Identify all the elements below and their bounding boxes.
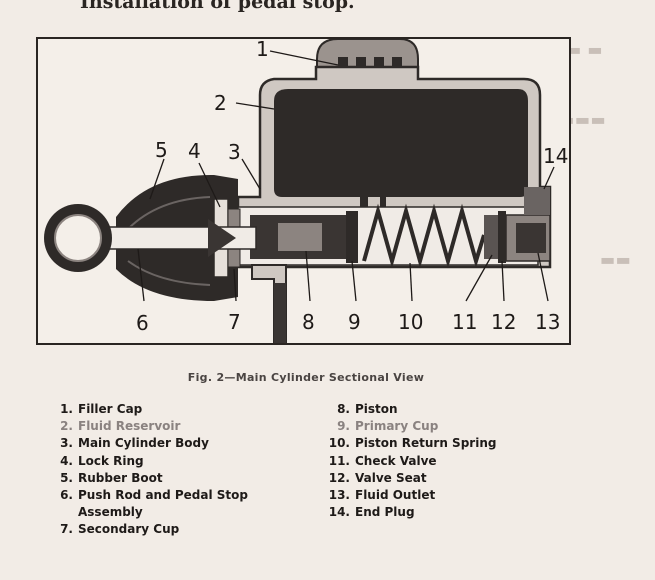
callout-5: 5: [155, 138, 168, 162]
legend-item: 2.Fluid Reservoir: [60, 419, 181, 434]
legend-item: 12.Valve Seat: [328, 470, 427, 485]
callout-7: 7: [228, 310, 241, 334]
page-heading-fragment: Installation of pedal stop.: [80, 0, 355, 13]
push-rod-shape: [77, 219, 257, 257]
callout-14: 14: [543, 144, 568, 168]
callout-13: 13: [535, 310, 560, 334]
figure-caption: Fig. 2—Main Cylinder Sectional View: [187, 371, 425, 384]
legend-item: 1.Filler Cap: [60, 402, 143, 416]
main-cylinder-diagram: 1 2 3 4 5 6 7 8 9 10 11 12 13 14: [44, 39, 568, 343]
bracket-post-shape: [274, 283, 286, 343]
parts-legend-right: 8.Piston 9.Primary Cup 10.Piston Return …: [328, 401, 568, 521]
legend-item: 14.End Plug: [328, 505, 415, 520]
clevis-eye-shape: [44, 204, 112, 272]
callout-1: 1: [256, 39, 269, 61]
legend-item: 6.Push Rod and Pedal Stop Assembly: [60, 488, 248, 520]
piston-shape: [250, 215, 346, 259]
callout-11: 11: [452, 310, 477, 334]
end-plug-shape: [505, 187, 551, 262]
callout-4: 4: [188, 139, 201, 163]
callout-6: 6: [136, 311, 149, 335]
legend-item: 11.Check Valve: [328, 453, 437, 468]
callout-9: 9: [348, 310, 361, 334]
parts-legend-left: 1.Filler Cap 2.Fluid Reservoir 3.Main Cy…: [51, 401, 311, 539]
leader-lines: [137, 50, 555, 302]
legend-item: 7.Secondary Cup: [60, 522, 180, 537]
legend-item: 9.Primary Cup: [337, 419, 439, 434]
legend-item: 4.Lock Ring: [60, 453, 144, 468]
legend-item: 13.Fluid Outlet: [328, 488, 436, 503]
return-spring-shape: [362, 203, 486, 269]
legend-item: 10.Piston Return Spring: [328, 436, 497, 451]
callout-8: 8: [302, 310, 315, 334]
legend-item: 5.Rubber Boot: [60, 470, 163, 485]
check-valve-shape: [484, 211, 506, 263]
callout-3: 3: [228, 140, 241, 164]
bleed-through-decoration: ▬▬: [600, 250, 632, 269]
legend-item: 8.Piston: [337, 402, 398, 416]
callout-12: 12: [491, 310, 516, 334]
primary-cup-shape: [346, 211, 358, 263]
callout-10: 10: [398, 310, 423, 334]
callout-2: 2: [214, 91, 227, 115]
figure-frame: 1 2 3 4 5 6 7 8 9 10 11 12 13 14: [36, 37, 571, 345]
legend-item: 3.Main Cylinder Body: [60, 436, 209, 451]
